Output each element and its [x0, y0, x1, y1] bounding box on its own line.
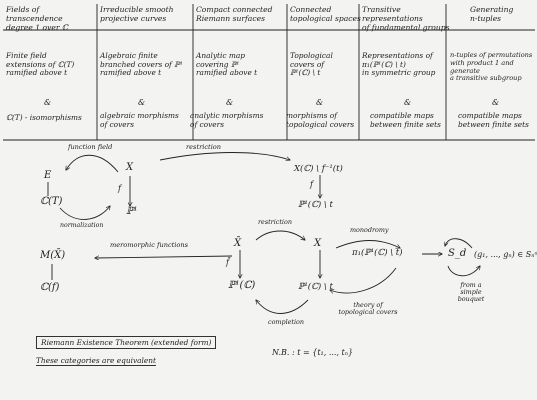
col6-header: Generating n-tuples: [470, 5, 514, 23]
node-CT: ℂ(T): [40, 196, 63, 207]
label-meromorphic: meromorphic functions: [110, 241, 189, 249]
col3-objects: Analytic map covering ℙ¹ ramified above …: [196, 51, 258, 78]
label-restriction-top: restriction: [186, 143, 222, 151]
col2-amp: &: [138, 98, 146, 107]
col4-amp: &: [316, 98, 324, 107]
col4-header: Connected topological spaces: [290, 5, 361, 23]
col4-objects: Topological covers of ℙ¹(ℂ) \ t: [290, 51, 333, 78]
col2-morphisms: algebraic morphisms of covers: [100, 111, 179, 129]
node-M-Xbar: M(X̄): [40, 250, 66, 261]
col1-amp: &: [44, 98, 52, 107]
col5-header: Transitive representations of fundamenta…: [362, 5, 450, 32]
node-E: E: [44, 170, 52, 181]
col5-amp: &: [404, 98, 412, 107]
label-f-top: f: [118, 184, 121, 193]
label-fbar: f̄: [226, 258, 229, 267]
node-Xbar: X̄: [234, 238, 242, 249]
col6-objects: n-tuples of permutations with product 1 …: [450, 51, 533, 83]
node-P1-minus-top: ℙ¹(ℂ) \ t: [298, 200, 333, 210]
node-C-f: ℂ(f): [40, 282, 60, 293]
equivalence-note: These categories are equivalent: [36, 356, 157, 366]
label-from-bouquet: from a simple bouquet: [457, 281, 485, 304]
node-X-top: X: [126, 162, 134, 173]
col2-header: Irreducible smooth projective curves: [100, 5, 174, 23]
col6-morphisms: compatible maps between finite sets: [458, 111, 529, 129]
node-P1-minus-mid: ℙ¹(ℂ) \ t: [298, 282, 333, 292]
col1-objects: Finite field extensions of ℂ(T) ramified…: [6, 51, 75, 78]
col5-objects: Representations of π₁(ℙ¹(ℂ) \ t) in symm…: [362, 51, 436, 78]
col4-morphisms: morphisms of topological covers: [286, 111, 355, 129]
nb-note: N.B. : t = {t₁, ..., tₙ}: [272, 348, 354, 357]
node-X-cover: X: [314, 238, 322, 249]
node-Sd: S_d: [448, 248, 467, 259]
label-normalization: normalization: [60, 222, 104, 229]
label-completion: completion: [268, 318, 304, 326]
col3-amp: &: [226, 98, 234, 107]
node-tuple: (g₁, ..., gₙ) ∈ Sₙᵈ: [474, 250, 537, 259]
label-theory-covers: theory of topological covers: [338, 301, 398, 317]
label-monodromy: monodromy: [350, 226, 389, 234]
node-X-minus-fiber: X(ℂ) \ f⁻¹(t): [294, 164, 343, 174]
col6-amp: &: [492, 98, 500, 107]
col5-morphisms: compatible maps between finite sets: [370, 111, 441, 129]
col3-header: Compact connected Riemann surfaces: [196, 5, 273, 23]
label-restriction-mid: restriction: [258, 218, 292, 226]
node-P1-top: ℙ¹: [126, 206, 138, 217]
col3-morphisms: analytic morphisms of covers: [190, 111, 264, 129]
label-f-right: f: [310, 180, 313, 189]
node-P1C: ℙ¹(ℂ): [228, 280, 256, 291]
col1-morphisms: ℂ(T) - isomorphisms: [6, 113, 82, 122]
label-function-field: function field: [68, 143, 113, 151]
col1-header: Fields of transcendence degree 1 over ℂ: [6, 5, 68, 32]
col2-objects: Algebraic finite branched covers of ℙ¹ r…: [100, 51, 183, 78]
node-pi1: π₁(ℙ¹(ℂ) \ t): [352, 248, 403, 258]
theorem-box: Riemann Existence Theorem (extended form…: [36, 336, 217, 349]
